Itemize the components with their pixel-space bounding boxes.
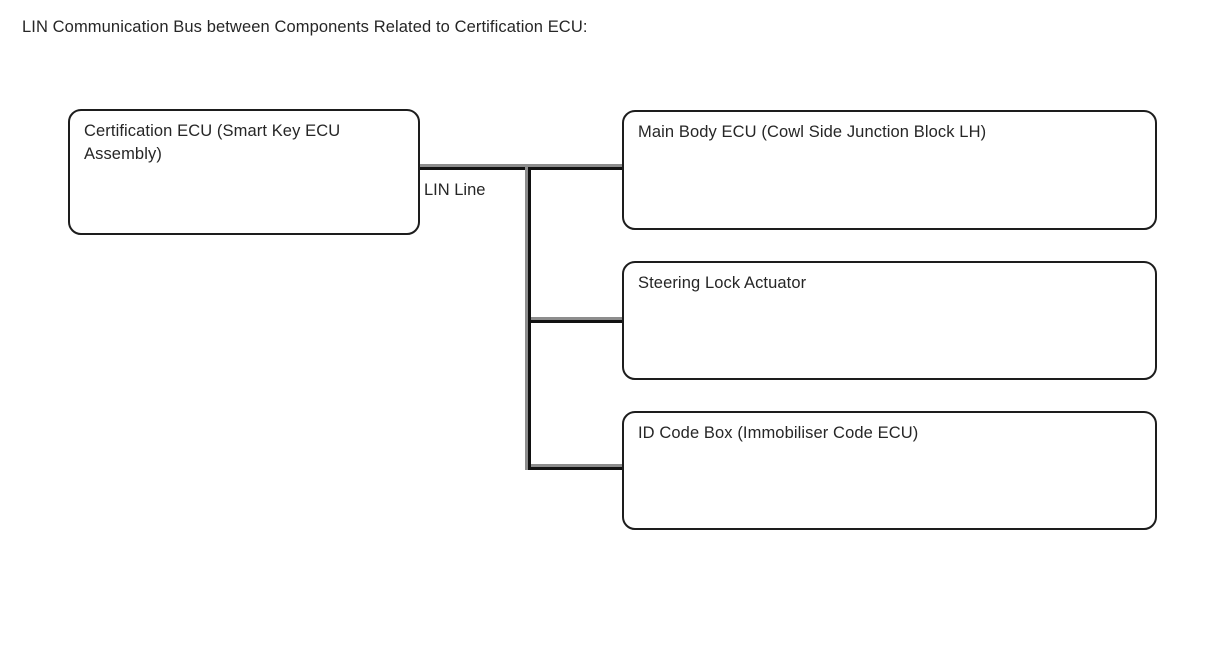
- node-steering-lock-actuator[interactable]: Steering Lock Actuator: [622, 261, 1157, 380]
- node-certification-ecu-label: Certification ECU (Smart Key ECU Assembl…: [84, 122, 341, 163]
- connector-trunk-to-main-body-ecu: [418, 164, 624, 170]
- connector-vertical-bus: [525, 167, 531, 470]
- bus-label-lin-line: LIN Line: [424, 181, 486, 199]
- node-main-body-ecu-label: Main Body ECU (Cowl Side Junction Block …: [638, 123, 987, 141]
- connector-branch-to-id-code-box: [525, 464, 624, 470]
- node-main-body-ecu[interactable]: Main Body ECU (Cowl Side Junction Block …: [622, 110, 1157, 230]
- node-id-code-box[interactable]: ID Code Box (Immobiliser Code ECU): [622, 411, 1157, 530]
- node-id-code-box-label: ID Code Box (Immobiliser Code ECU): [638, 424, 919, 442]
- node-steering-lock-actuator-label: Steering Lock Actuator: [638, 274, 807, 292]
- connector-branch-to-steering-lock-actuator: [528, 317, 624, 323]
- page-title: LIN Communication Bus between Components…: [22, 18, 588, 36]
- node-certification-ecu[interactable]: Certification ECU (Smart Key ECU Assembl…: [68, 109, 420, 235]
